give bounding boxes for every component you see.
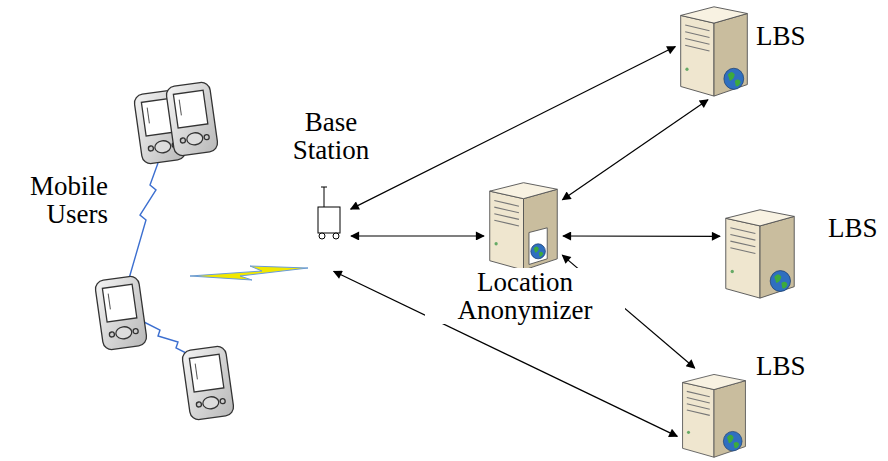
node-label: Location Anonymizer	[425, 268, 625, 324]
connector-arrow	[563, 235, 720, 237]
node-label: LBS	[828, 214, 888, 242]
connector-arrow	[351, 235, 484, 236]
lbs-server: LBS	[723, 205, 797, 300]
connector-arrow	[351, 47, 676, 210]
connector-arrow	[562, 100, 707, 200]
node-label: LBS	[756, 22, 816, 50]
node-label: LBS	[756, 352, 816, 380]
group-label: Mobile Users	[4, 172, 108, 228]
anonymizer-server: Location Anonymizer	[487, 178, 560, 272]
server-icon	[678, 2, 750, 98]
base-station: Base Station	[314, 185, 348, 270]
server-icon	[680, 370, 748, 459]
server-icon	[487, 178, 560, 272]
lbs-server: LBS	[678, 2, 750, 98]
node-label: Base Station	[281, 108, 381, 164]
antenna-icon	[314, 185, 348, 270]
server-icon	[723, 205, 797, 300]
lbs-server: LBS	[680, 370, 748, 459]
